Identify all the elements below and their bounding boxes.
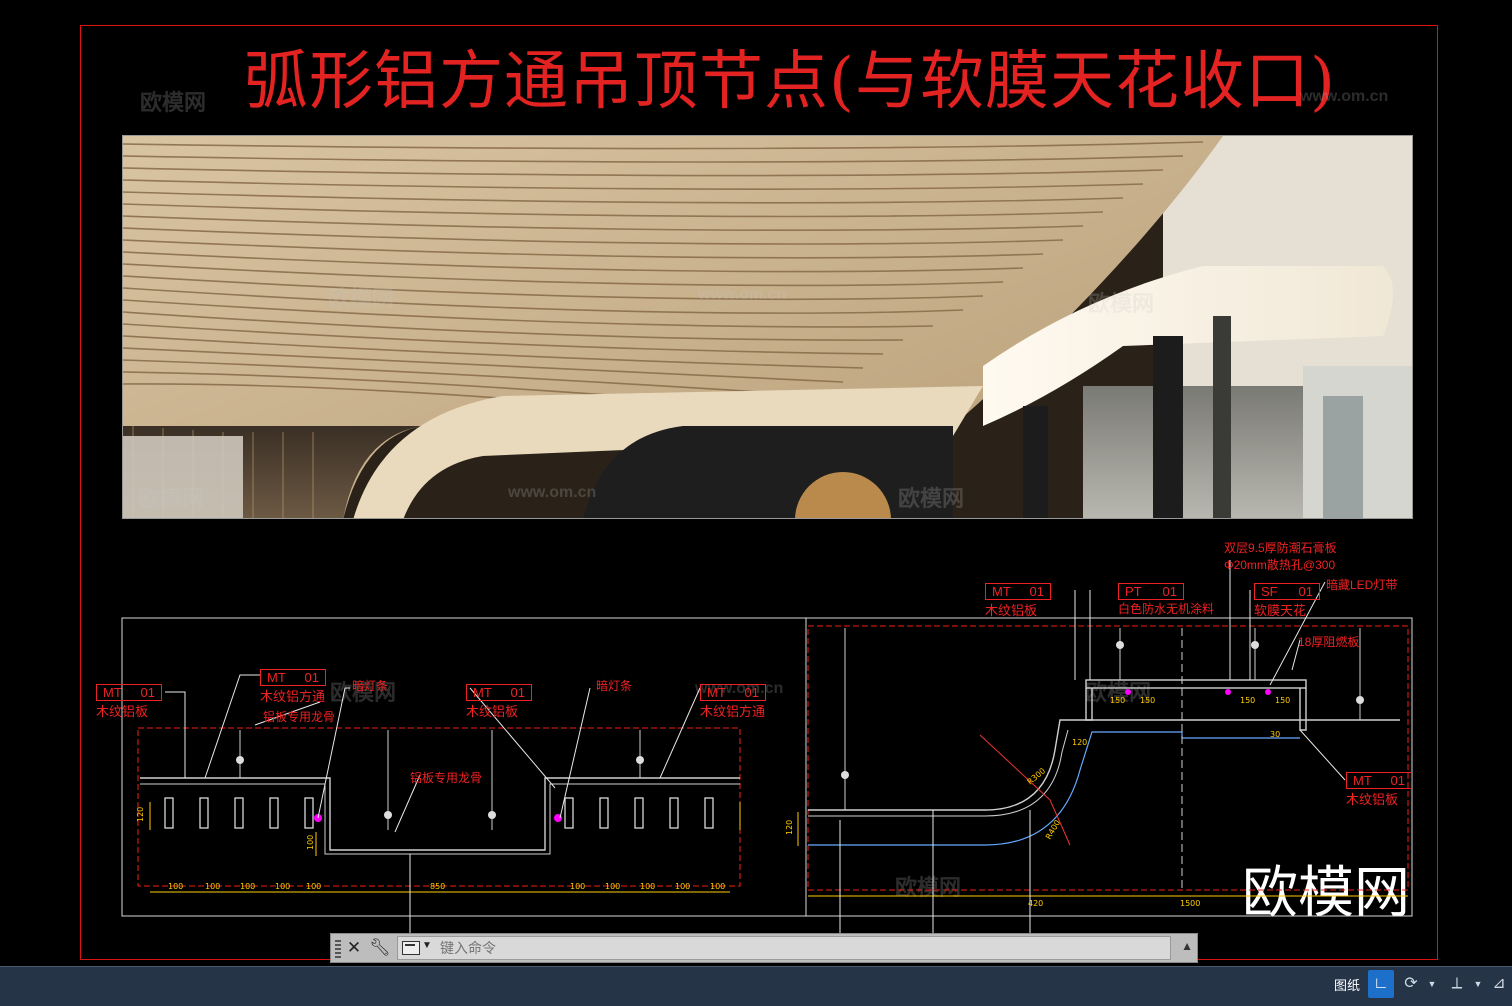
dim-label: 100 (306, 835, 315, 850)
polar-tracking-icon[interactable]: ⟳ (1404, 975, 1418, 992)
command-input[interactable] (438, 938, 1042, 960)
command-line-bar: ✕ 🔧︎ ▼ ▲ (330, 933, 1198, 963)
drawing-canvas[interactable]: 弧形铝方通吊顶节点(与软膜天花收口) (0, 0, 1512, 966)
watermark-logo: 欧模网 (1242, 861, 1410, 926)
dim-label: 120 (1072, 738, 1087, 747)
dim-label: 120 (136, 807, 145, 822)
note-label: 暗灯条 (596, 679, 633, 693)
ceiling-rendering-image: 欧模网 www.om.cn 欧模网 欧模网 www.om.cn 欧模网 (122, 135, 1413, 519)
dim-label: 150 (1110, 696, 1125, 705)
note-label: 双层9.5厚防潮石膏板 (1224, 541, 1337, 555)
dim-label: 100 (640, 882, 655, 891)
isometric-drafting-icon[interactable]: ⟂ (1451, 975, 1463, 992)
paper-space-label[interactable]: 图纸 (1334, 979, 1361, 994)
dim-label: 100 (570, 882, 585, 891)
dim-label: 150 (1140, 696, 1155, 705)
note-label: 18厚阻燃板 (1298, 635, 1360, 649)
dim-label: 100 (205, 882, 220, 891)
ortho-mode-icon[interactable]: ∟ (1368, 970, 1394, 998)
dim-label: 100 (168, 882, 183, 891)
radius-label: R300 (1026, 766, 1048, 786)
command-input-container: ▼ (397, 936, 1171, 960)
watermark-text: 欧模网 (330, 680, 397, 705)
watermark-url: www.om.cn (698, 286, 787, 303)
dim-label: 30 (1270, 730, 1280, 739)
note-label: 铝板专用龙骨 (410, 771, 483, 785)
watermark-text: 欧模网 (898, 486, 965, 511)
radius-label: R400 (1044, 818, 1062, 841)
dim-label: 420 (1028, 899, 1043, 908)
note-label: 铝板专用龙骨 (263, 710, 336, 724)
watermark-url: www.om.cn (508, 484, 597, 501)
chevron-down-icon[interactable]: ▼ (1427, 979, 1437, 989)
cad-detail-drawing: 100 100 100 100 100 850 100 100 100 100 … (121, 560, 1413, 950)
watermark-text: 欧模网 (140, 90, 207, 115)
watermark-text: 欧模网 (1088, 291, 1155, 316)
dim-label: 1500 (1180, 899, 1200, 908)
chevron-down-icon[interactable]: ▼ (422, 940, 432, 951)
chevron-up-icon[interactable]: ▲ (1181, 939, 1193, 953)
dim-label: 100 (710, 882, 725, 891)
dim-label: 150 (1275, 696, 1290, 705)
dim-label: 100 (605, 882, 620, 891)
ceiling-rendering-svg (123, 136, 1412, 518)
chevron-down-icon[interactable]: ▼ (1473, 979, 1483, 989)
watermark-text: 欧模网 (1085, 680, 1152, 705)
close-icon[interactable]: ✕ (346, 938, 362, 957)
dim-label: 850 (430, 882, 445, 891)
dim-label: 100 (675, 882, 690, 891)
object-snap-tracking-icon[interactable]: ⊿ (1492, 975, 1506, 992)
watermark-text: 欧模网 (138, 486, 205, 511)
watermark-text: 欧模网 (328, 286, 395, 311)
watermark-url: www.om.cn (1300, 88, 1389, 105)
drag-handle[interactable] (335, 940, 341, 958)
note-label: 暗藏LED灯带 (1326, 578, 1398, 592)
status-bar: 图纸 ∟ ⟳ ▼ ⟂ ▼ ⊿ (0, 966, 1512, 1006)
note-label: 暗灯条 (352, 679, 389, 693)
drawing-title: 弧形铝方通吊顶节点(与软膜天花收口) (244, 45, 1336, 119)
note-label: Φ20mm散热孔@300 (1224, 558, 1336, 572)
dim-label: 100 (240, 882, 255, 891)
dim-label: 120 (785, 820, 794, 835)
dim-label: 100 (275, 882, 290, 891)
dim-label: 100 (306, 882, 321, 891)
dim-label: 150 (1240, 696, 1255, 705)
wrench-icon[interactable]: 🔧︎ (369, 938, 391, 957)
command-history-icon[interactable] (402, 941, 420, 955)
